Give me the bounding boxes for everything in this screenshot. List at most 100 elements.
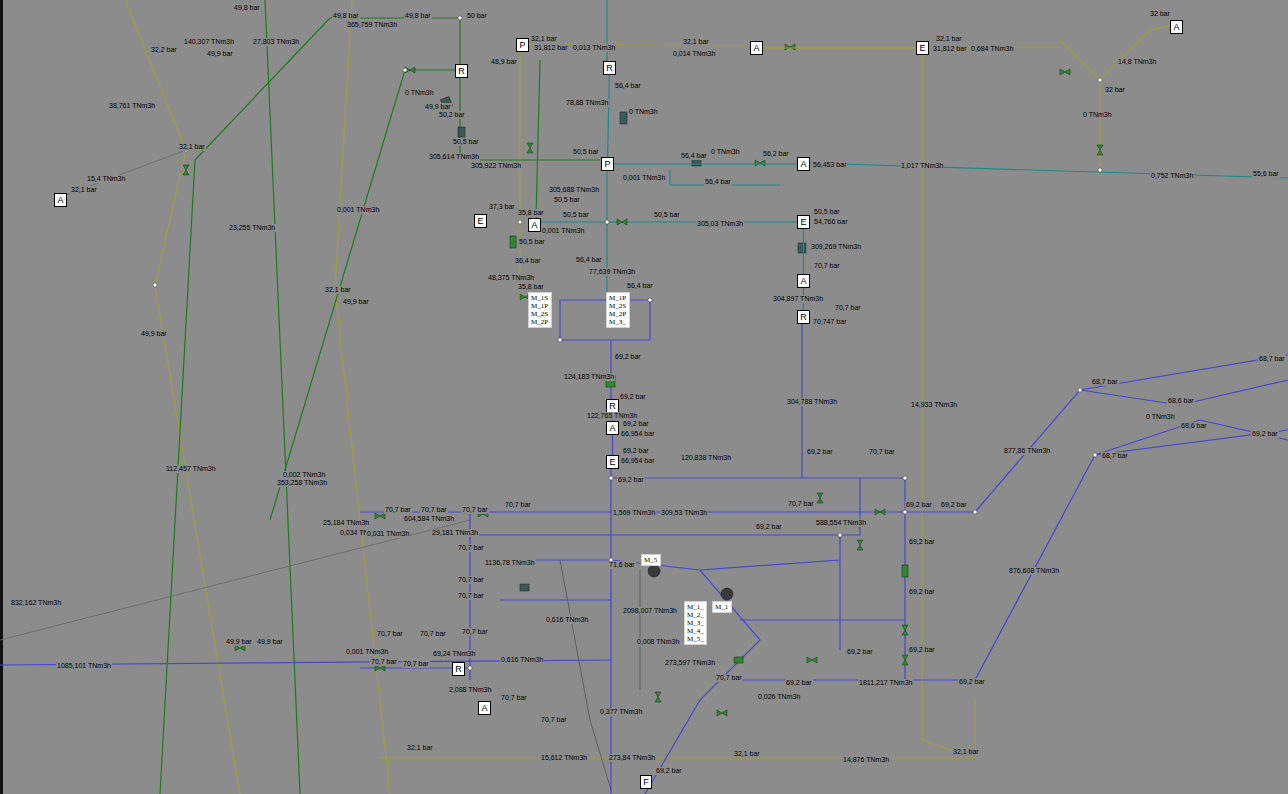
flow-label: 70,7 bar bbox=[384, 506, 412, 514]
junction-dot bbox=[403, 68, 407, 72]
flow-label: 69,2 bar bbox=[755, 523, 783, 531]
flow-label: 0,031 TNm3h bbox=[366, 530, 410, 538]
flow-label: 122,765 TNm3h bbox=[586, 412, 638, 420]
flow-label: 35,8 bar bbox=[517, 209, 545, 217]
flow-label: 0,001 TNm3h bbox=[336, 206, 380, 214]
station-tag: A bbox=[797, 157, 810, 171]
flow-label: 50,5 bar bbox=[553, 196, 581, 204]
pipe-line bbox=[560, 300, 650, 340]
flow-label: 25,184 TNm3h bbox=[322, 519, 370, 527]
tag-text: A bbox=[481, 703, 488, 713]
flow-label: 32,1 bar bbox=[935, 35, 963, 43]
flow-label: 56,4 bar bbox=[680, 152, 708, 160]
valve-symbol bbox=[655, 692, 661, 702]
flow-label: 69,24 TNm3h bbox=[432, 650, 476, 658]
valve-symbol bbox=[617, 219, 627, 225]
flow-label: 0 TNm3h bbox=[1082, 111, 1113, 119]
flow-label: 0,014 TNm3h bbox=[672, 50, 716, 58]
tag-text: M_4_ bbox=[687, 627, 704, 635]
junction-dot bbox=[1098, 168, 1102, 172]
flow-label: 14,933 TNm3h bbox=[910, 401, 958, 409]
flow-label: 1,017 TNm3h bbox=[900, 162, 944, 170]
tag-text: A bbox=[609, 423, 616, 433]
flow-label: 0,013 TNm3h bbox=[572, 44, 616, 52]
tag-text: A bbox=[531, 220, 538, 230]
flow-label: 70,7 bar bbox=[540, 716, 568, 724]
flow-label: 50,5 bar bbox=[452, 138, 480, 146]
flow-label: 2098,007 TNm3h bbox=[622, 607, 678, 615]
junction-dot bbox=[605, 220, 609, 224]
station-tag: R bbox=[603, 61, 616, 75]
junction-dot bbox=[903, 510, 907, 514]
flow-label: 309,53 TNm3h bbox=[660, 509, 708, 517]
flow-label: 32,2 bar bbox=[150, 46, 178, 54]
flow-label: 69,2 bar bbox=[622, 420, 650, 428]
flow-label: 69,2 bar bbox=[846, 648, 874, 656]
flow-label: 38,761 TNm3h bbox=[108, 102, 156, 110]
flow-label: 0,002 TNm3h bbox=[282, 471, 326, 479]
tag-text: M_5_ bbox=[687, 635, 704, 643]
flow-label: 15,4 TNm3h bbox=[86, 175, 126, 183]
flow-label: 0,008 TNm3h bbox=[636, 638, 680, 646]
tag-text: A bbox=[800, 159, 807, 169]
junction-dot bbox=[838, 533, 842, 537]
flow-label: 69,2 bar bbox=[908, 646, 936, 654]
flow-label: 69,2 bar bbox=[655, 767, 683, 775]
tag-text: A bbox=[57, 195, 64, 205]
tag-text: F bbox=[643, 777, 649, 787]
pipe-connector bbox=[612, 435, 613, 455]
station-tag: E bbox=[606, 455, 619, 469]
junction-dot bbox=[903, 476, 907, 480]
junction-dot bbox=[1098, 78, 1102, 82]
flow-label: 56,4 bar bbox=[626, 282, 654, 290]
flow-label: 49,8 bar bbox=[332, 12, 360, 20]
compressor-unit bbox=[510, 236, 516, 248]
pipe-line bbox=[330, 18, 460, 64]
station-tag: E bbox=[474, 214, 487, 228]
station-tag: F bbox=[640, 775, 652, 789]
compressor-unit bbox=[520, 584, 529, 591]
pipe-connector bbox=[608, 75, 610, 157]
flow-label: 68,6 bar bbox=[1167, 397, 1195, 405]
tag-text: M_1_ bbox=[687, 603, 704, 611]
junction-dot bbox=[609, 476, 613, 480]
valve-symbol bbox=[527, 143, 533, 153]
tag-text: E bbox=[800, 217, 807, 227]
flow-label: 69,2 bar bbox=[806, 448, 834, 456]
flow-label: 305,03 TNm3h bbox=[696, 220, 744, 228]
flow-label: 0 TNm3h bbox=[628, 108, 659, 116]
flow-label: 68,7 bar bbox=[1091, 378, 1119, 386]
pipe-line bbox=[975, 355, 1288, 512]
flow-label: 15,612 TNm3h bbox=[540, 754, 588, 762]
flow-label: 604,584 TNm3h bbox=[403, 515, 455, 523]
pipe-line bbox=[335, 0, 390, 794]
flow-label: 50,2 bar bbox=[438, 111, 466, 119]
flow-label: 69,2 bar bbox=[908, 588, 936, 596]
station-tag: P bbox=[516, 38, 529, 52]
flow-label: 309,269 TNm3h bbox=[810, 243, 862, 251]
meter-tag: M_1SM_1PM_2SM_2P bbox=[528, 292, 552, 328]
compressor-unit bbox=[692, 159, 701, 166]
flow-label: 1811,217 TNm3h bbox=[858, 679, 913, 687]
flow-label: 66,954 bar bbox=[620, 430, 655, 438]
flow-label: 70,747 bar bbox=[812, 318, 847, 326]
valve-symbol bbox=[902, 625, 908, 635]
valve-symbol bbox=[807, 657, 817, 663]
meter-tag: M_1 bbox=[712, 601, 732, 613]
pipe-line bbox=[540, 221, 797, 222]
flow-label: 32,1 bar bbox=[178, 143, 206, 151]
junction-dot bbox=[648, 298, 652, 302]
tag-text: M_2P bbox=[609, 310, 627, 318]
flow-label: 54,766 bar bbox=[813, 218, 848, 226]
tag-text: E bbox=[919, 43, 926, 53]
flow-label: 70,7 bar bbox=[376, 630, 404, 638]
flow-label: 68,6 bar bbox=[1180, 422, 1208, 430]
flow-label: 23,255 TNm3h bbox=[228, 224, 276, 232]
flow-label: 32,1 bar bbox=[70, 186, 98, 194]
flow-label: 29,181 TNm3h bbox=[431, 529, 479, 537]
pipe-line bbox=[808, 163, 1288, 178]
tag-text: M_1P bbox=[609, 294, 627, 302]
flow-label: 120,838 TNm3h bbox=[680, 454, 732, 462]
tag-text: R bbox=[606, 63, 613, 73]
